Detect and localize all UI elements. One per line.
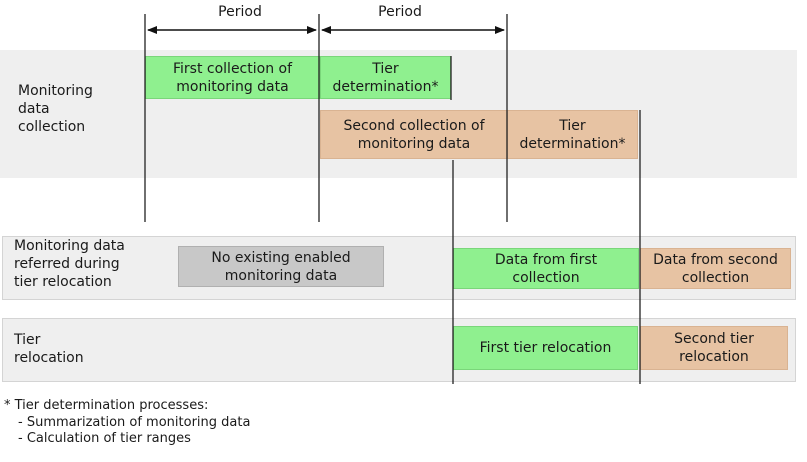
data-second-collection-box: Data from second collection: [640, 248, 791, 289]
footnote-title: * Tier determination processes:: [4, 398, 209, 413]
period-label-2: Period: [378, 4, 422, 20]
footnote-item: - Calculation of tier ranges: [18, 431, 191, 446]
row-label-relocation: Tier relocation: [14, 332, 84, 366]
first-collection-box: First collection of monitoring data: [145, 56, 320, 99]
row-label-monitoring: Monitoring data collection: [18, 83, 93, 135]
no-existing-data-box: No existing enabled monitoring data: [178, 246, 384, 287]
second-collection-box: Second collection of monitoring data: [320, 110, 508, 159]
data-first-collection-box: Data from first collection: [453, 248, 639, 289]
tier-determination-1-box: Tier determination*: [320, 56, 451, 99]
row-label-referred: Monitoring data referred during tier rel…: [14, 238, 125, 290]
footnote-item: - Summarization of monitoring data: [18, 415, 251, 430]
tier-determination-2-box: Tier determination*: [507, 110, 638, 159]
second-tier-relocation-box: Second tier relocation: [640, 326, 788, 370]
period-label-1: Period: [218, 4, 262, 20]
first-tier-relocation-box: First tier relocation: [453, 326, 638, 370]
